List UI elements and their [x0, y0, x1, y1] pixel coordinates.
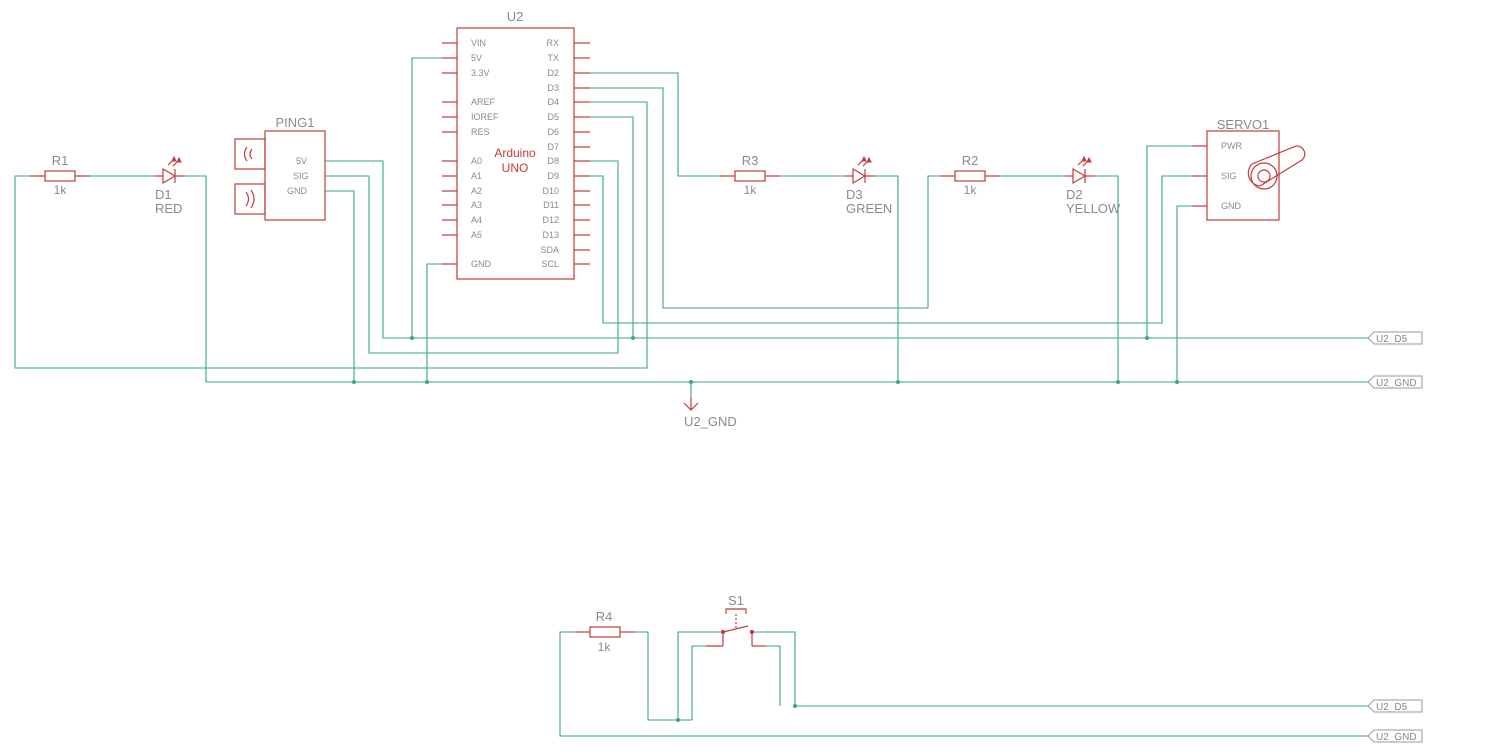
resistor-r4[interactable]: R4 1k — [575, 609, 635, 654]
light-emission-icon — [857, 155, 872, 167]
arduino-pin-label-d12: D12 — [542, 215, 559, 225]
d1-value: RED — [155, 201, 182, 216]
net-label-u2-d5-bottom[interactable]: U2_D5 — [1367, 699, 1423, 713]
arduino-pin-label-a0: A0 — [471, 156, 482, 166]
d2-ref: D2 — [1066, 187, 1083, 202]
r3-ref: R3 — [742, 153, 759, 168]
arduino-pin-label-5v: 5V — [471, 53, 482, 63]
arduino-pin-label-a3: A3 — [471, 200, 482, 210]
arduino-pin-label-d2: D2 — [547, 68, 559, 78]
r1-value: 1k — [54, 183, 68, 197]
arduino-name-line1: Arduino — [494, 146, 536, 160]
ping-pin-gnd: GND — [287, 186, 308, 196]
arduino-pin-label-rx: RX — [546, 38, 559, 48]
arduino-uno-u2[interactable]: U2 Arduino UNO VIN 5V 3.3V AREF IOREF RES A0A1… — [442, 9, 590, 280]
arduino-pin-label-d13: D13 — [542, 230, 559, 240]
arduino-pin-label-res: RES — [471, 127, 490, 137]
d3-ref: D3 — [846, 187, 863, 202]
arduino-pin-label-d11: D11 — [543, 200, 559, 210]
r1-ref: R1 — [52, 153, 69, 168]
ground-symbol[interactable]: U2_GND — [683, 398, 737, 429]
d2-value: YELLOW — [1066, 201, 1121, 216]
arduino-pin-label-aref: AREF — [471, 97, 496, 107]
net-label-text: U2_D5 — [1376, 334, 1408, 345]
arduino-pin-label-ioref: IOREF — [471, 112, 499, 122]
r2-ref: R2 — [962, 153, 979, 168]
arduino-pin-label-d7: D7 — [547, 142, 559, 152]
s1-ref: S1 — [728, 593, 744, 608]
ultrasonic-transducer-icon — [234, 138, 266, 215]
resistor-r1[interactable]: R1 1k — [30, 153, 90, 197]
led-d1[interactable]: D1 RED — [155, 155, 185, 216]
servo-pin-gnd: GND — [1221, 201, 1242, 211]
arduino-pin-label-a5: A5 — [471, 230, 482, 240]
servo-ref-label: SERVO1 — [1217, 117, 1270, 132]
r4-value: 1k — [598, 640, 612, 654]
led-d2[interactable]: D2 YELLOW — [1065, 155, 1121, 216]
ping-sensor-ping1[interactable]: PING1 5V SIG GND — [234, 115, 326, 221]
net-label-text: U2_GND — [1376, 732, 1417, 743]
ground-symbol-label: U2_GND — [684, 414, 737, 429]
ping-pin-5v: 5V — [296, 156, 307, 166]
arduino-pin-label-tx: TX — [547, 53, 559, 63]
servo-pin-pwr: PWR — [1221, 141, 1242, 151]
r2-value: 1k — [964, 183, 978, 197]
resistor-r3[interactable]: R3 1k — [720, 153, 780, 197]
r4-ref: R4 — [596, 609, 613, 624]
light-emission-icon — [1077, 155, 1092, 167]
net-label-text: U2_D5 — [1376, 702, 1408, 713]
light-emission-icon — [167, 155, 182, 167]
servo-pin-sig: SIG — [1221, 171, 1237, 181]
d1-ref: D1 — [155, 187, 172, 202]
arduino-pin-label-gnd: GND — [471, 259, 492, 269]
arduino-pin-label-d6: D6 — [547, 127, 559, 137]
net-label-u2-gnd-bottom[interactable]: U2_GND — [1367, 729, 1423, 743]
arduino-pin-label-d4: D4 — [547, 97, 559, 107]
r3-value: 1k — [744, 183, 758, 197]
servo-servo1[interactable]: SERVO1 PWR SIG GND — [1192, 117, 1306, 221]
ping-ref-label: PING1 — [275, 115, 314, 130]
arduino-pin-label-scl: SCL — [541, 259, 559, 269]
net-label-u2-gnd-top[interactable]: U2_GND — [1367, 375, 1423, 389]
ping-pin-sig: SIG — [293, 171, 309, 181]
pushbutton-switch-s1[interactable]: S1 — [706, 593, 766, 647]
arduino-pin-label-a1: A1 — [471, 171, 482, 181]
resistor-r2[interactable]: R2 1k — [940, 153, 1000, 197]
arduino-pin-label-d3: D3 — [547, 83, 559, 93]
led-d3[interactable]: D3 GREEN — [845, 155, 892, 216]
arduino-pin-label-a4: A4 — [471, 215, 482, 225]
arduino-pin-label-d5: D5 — [547, 112, 559, 122]
junction-dots — [352, 336, 1179, 722]
net-label-text: U2_GND — [1376, 378, 1417, 389]
arduino-pin-label-a2: A2 — [471, 186, 482, 196]
d3-value: GREEN — [846, 201, 892, 216]
arduino-pin-label-33v: 3.3V — [471, 68, 490, 78]
wires — [14, 57, 1368, 737]
arduino-name-line2: UNO — [502, 161, 529, 175]
arduino-pin-label-d9: D9 — [547, 171, 559, 181]
net-label-u2-d5-top[interactable]: U2_D5 — [1367, 331, 1423, 345]
arduino-pin-label-sda: SDA — [540, 245, 559, 255]
arduino-pin-label-d8: D8 — [547, 156, 559, 166]
arduino-pin-label-vin: VIN — [471, 38, 486, 48]
servo-horn-icon — [1247, 145, 1306, 190]
arduino-ref-label: U2 — [507, 9, 524, 24]
arduino-pin-label-d10: D10 — [542, 186, 559, 196]
